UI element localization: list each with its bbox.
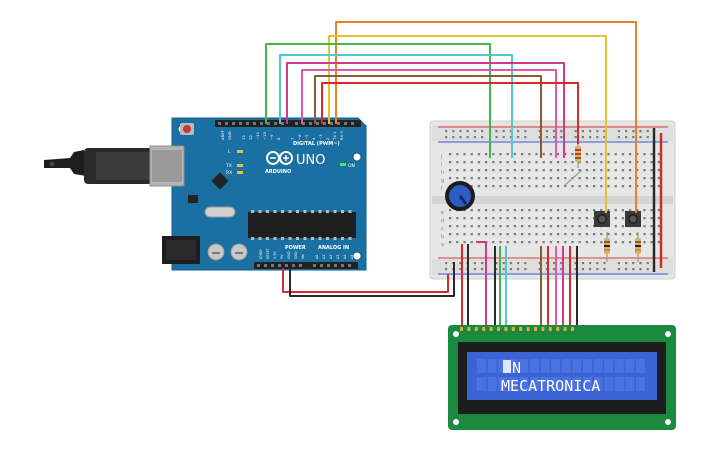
pin-label-gnd: GND [227, 131, 232, 140]
led-rx [237, 171, 243, 174]
pin-label-gnd2: GND [294, 251, 298, 259]
pin-label-rx0: RX 0 [339, 131, 344, 140]
capacitors [207, 243, 248, 261]
analog-header-label: ANALOG IN [318, 245, 349, 251]
lcd-line-1: N [512, 359, 521, 377]
pin-label-6: ~6 [297, 134, 302, 140]
usb-cable[interactable] [44, 145, 185, 187]
power-pin-labels: IOREF RESET 3.3V 5V GND GND Vin A0 A1 A2… [259, 247, 354, 259]
resistor-lead [564, 169, 583, 186]
led-on [340, 163, 346, 166]
led-rx-label: RX [226, 170, 232, 176]
breadboard-holes [445, 130, 660, 271]
lcd-pin-header [460, 327, 574, 331]
led-l [237, 150, 243, 153]
breadboard: j i h g f e d c b a [429, 120, 676, 280]
wire-green-pin11[interactable] [265, 43, 491, 158]
power-analog-header[interactable] [254, 262, 358, 269]
pin-label-a4: A4 [343, 255, 347, 259]
pin-label-2: 2 [325, 137, 330, 140]
lcd-16x2[interactable] [448, 325, 676, 430]
wire-lcd-vo[interactable] [476, 241, 487, 328]
wire-yellow-pin3-button[interactable] [328, 35, 607, 213]
wire-red-pin3[interactable] [321, 82, 579, 144]
lcd-cursor [503, 360, 511, 373]
resistor-left[interactable] [604, 232, 610, 262]
wire-orange-pin2-button[interactable] [335, 21, 637, 213]
row-label-g: g [441, 178, 444, 184]
row-label-c: c [441, 226, 444, 232]
pin-label-12: 12 [248, 135, 253, 140]
row-label-i: i [441, 162, 442, 168]
pin-label-10: ~10 [262, 131, 267, 140]
pin-label-4: 4 [311, 137, 316, 140]
row-label-h: h [441, 170, 444, 176]
wire-red-5v[interactable] [282, 268, 449, 293]
wire-magenta-pin7[interactable] [286, 62, 565, 158]
atmega-chip [248, 210, 356, 240]
row-label-b: b [441, 234, 444, 240]
wire-pink-pin6[interactable] [301, 69, 557, 158]
crystal-oscillator [204, 206, 236, 218]
resistor-right[interactable] [635, 232, 641, 262]
board-model: UNO [296, 153, 325, 168]
digital-pin-labels: AREF GND 13 12 ~11 ~10 ~9 8 7 ~6 ~5 4 ~3… [220, 130, 344, 141]
row-label-a: a [441, 242, 444, 248]
pin-label-5v: 5V [280, 254, 284, 259]
chip-small [188, 195, 198, 203]
row-label-j: j [440, 154, 442, 160]
wire-brown-pin4[interactable] [314, 75, 542, 158]
row-label-d: d [441, 218, 444, 224]
power-header-label: POWER [285, 245, 306, 251]
pin-label-13: 13 [241, 135, 246, 140]
pin-label-3: ~3 [318, 134, 323, 140]
reset-button[interactable] [180, 123, 194, 135]
pin-label-11: ~11 [255, 131, 260, 140]
pin-label-a3: A3 [336, 255, 340, 259]
pin-label-a0: A0 [315, 255, 319, 259]
pin-label-aref: AREF [220, 130, 225, 140]
potentiometer[interactable] [445, 181, 475, 211]
led-on-label: ON [348, 163, 355, 169]
wire-cyan-pin8[interactable] [279, 54, 513, 158]
pin-label-vin: Vin [301, 254, 305, 259]
resistor-top[interactable] [575, 142, 581, 168]
row-label-f: f [441, 186, 443, 192]
pin-label-a1: A1 [322, 255, 326, 259]
arduino-logo [266, 151, 293, 165]
pin-label-a2: A2 [329, 255, 333, 259]
pushbutton-right[interactable] [625, 211, 641, 227]
pin-label-tx1: TX 1 [332, 131, 337, 141]
usb-chip [211, 172, 229, 190]
lcd-line-2: MECATRONICA [501, 377, 600, 395]
pin-label-ioref: IOREF [259, 249, 263, 259]
pin-label-5: ~5 [304, 134, 309, 140]
pin-label-7: 7 [290, 137, 295, 140]
digital-header-label: DIGITAL (PWM~) [293, 141, 340, 147]
pin-label-gnd1: GND [287, 251, 291, 259]
pin-label-a5: A5 [350, 255, 354, 259]
pin-label-8: 8 [276, 137, 281, 140]
led-l-label: L [228, 149, 231, 155]
pin-label-3v3: 3.3V [273, 251, 277, 259]
pushbutton-left[interactable] [594, 211, 610, 227]
board-brand: ARDUINO [265, 169, 291, 175]
wire-black-gnd[interactable] [289, 262, 455, 297]
pin-label-reset: RESET [266, 247, 270, 259]
led-tx [237, 164, 243, 167]
row-label-e: e [441, 210, 444, 216]
led-tx-label: TX [225, 163, 232, 169]
pin-label-9: ~9 [269, 134, 274, 140]
power-jack[interactable] [162, 236, 200, 264]
